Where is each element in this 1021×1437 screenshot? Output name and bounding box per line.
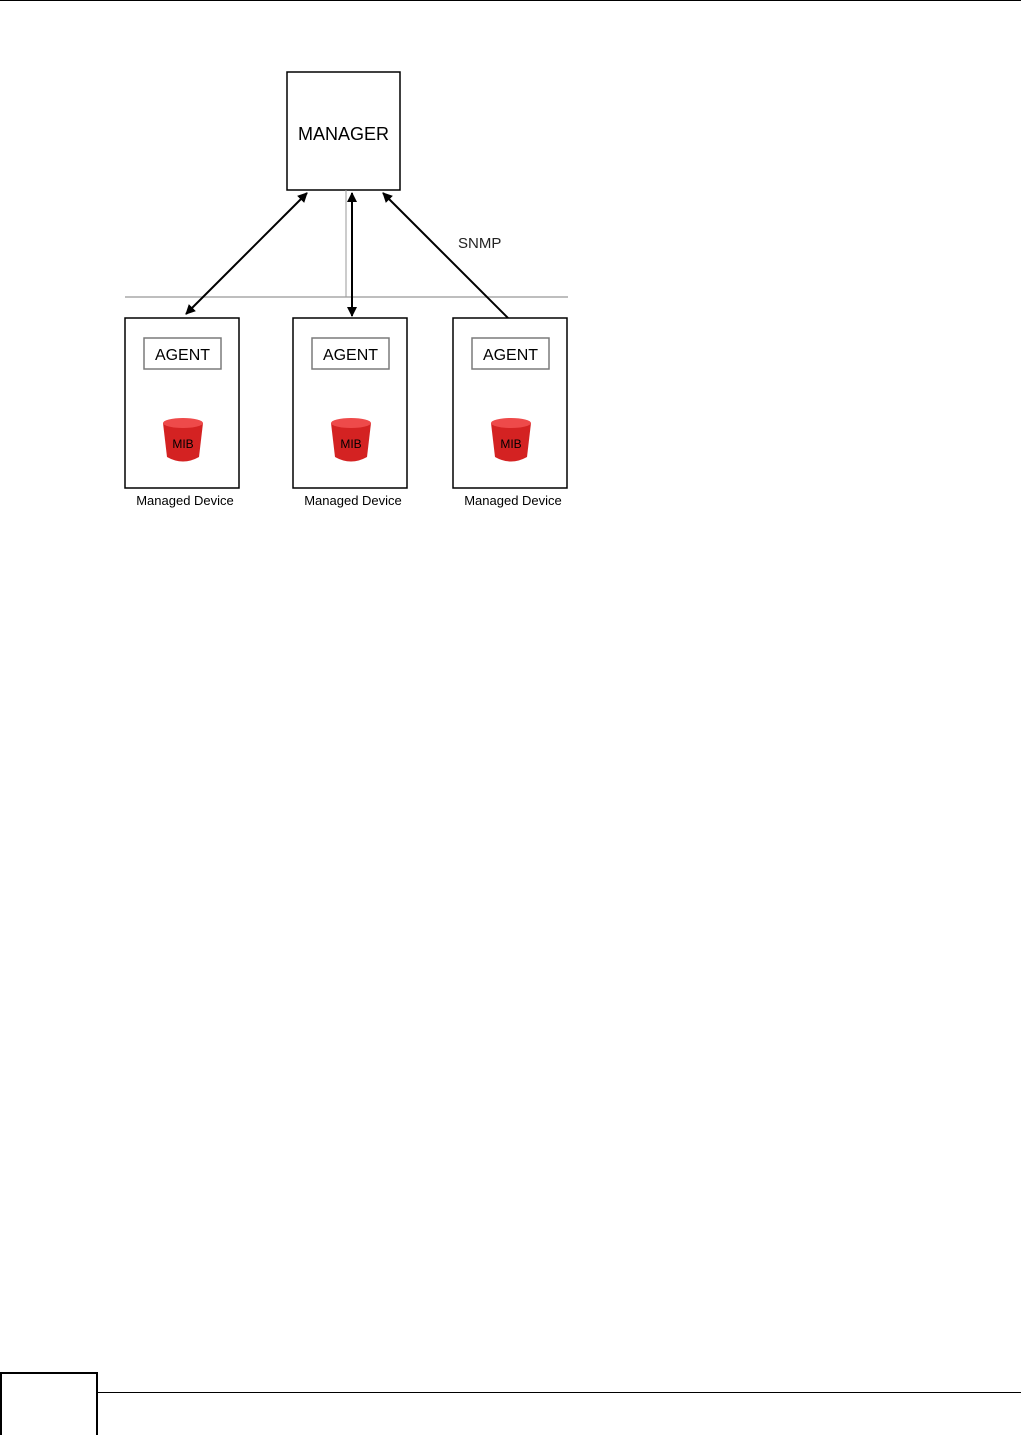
managed-device-2: AGENT MIB Managed Device (293, 318, 407, 508)
arrow-to-device-1 (186, 193, 307, 314)
snmp-diagram: MANAGER SNMP AGENT MIB Managed Device AG… (0, 0, 1021, 560)
managed-device-1: AGENT MIB Managed Device (125, 318, 239, 508)
device-caption: Managed Device (136, 493, 234, 508)
manager-label: MANAGER (298, 124, 389, 144)
mib-label: MIB (172, 437, 193, 451)
mib-label: MIB (500, 437, 521, 451)
arrow-to-device-3 (383, 193, 524, 334)
footer-rule (98, 1392, 1021, 1393)
agent-label: AGENT (323, 347, 378, 364)
device-caption: Managed Device (464, 493, 562, 508)
snmp-label: SNMP (458, 235, 501, 252)
mib-label: MIB (340, 437, 361, 451)
agent-label: AGENT (483, 347, 538, 364)
agent-label: AGENT (155, 347, 210, 364)
device-caption: Managed Device (304, 493, 402, 508)
managed-device-3: AGENT MIB Managed Device (453, 318, 567, 508)
page-number-box (0, 1372, 98, 1435)
